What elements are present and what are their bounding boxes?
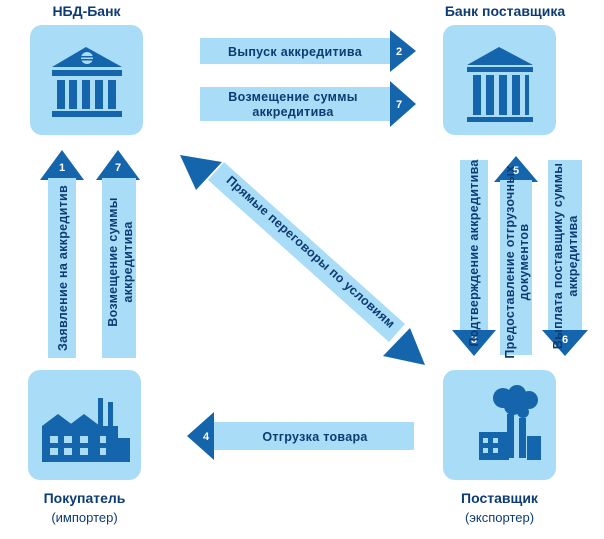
- arrow-payment-num: 6: [562, 334, 568, 346]
- buyer-title: Покупатель: [43, 490, 126, 506]
- supplier-bank-title: Банк поставщика: [444, 3, 566, 19]
- arrow-docs-line2: документов: [517, 224, 531, 301]
- supplier-subtitle: (экспортер): [464, 510, 535, 525]
- bank-icon: [467, 47, 533, 122]
- arrow-reimburse-top-line2: аккредитива: [252, 105, 334, 119]
- arrow-payment-line2: аккредитива: [566, 215, 580, 297]
- arrow-application-label: Заявление на аккредитив: [56, 185, 70, 351]
- buyer-subtitle: (импортер): [51, 510, 118, 525]
- supplier-tile: [443, 370, 556, 480]
- arrow-confirm-label: Подтверждение аккредитива: [467, 159, 481, 347]
- arrow-payment: 6 Выплата поставщику суммы аккредитива: [542, 160, 588, 356]
- arrow-payment-line1: Выплата поставщику суммы: [551, 163, 565, 349]
- nbd-bank-tile: [30, 25, 143, 135]
- supplier-title: Поставщик: [461, 490, 538, 506]
- arrow-reimburse-top-line1: Возмещение суммы: [228, 90, 357, 104]
- arrow-docs-num: 5: [513, 165, 519, 177]
- bank-icon: [52, 47, 122, 117]
- arrow-issue-num: 2: [396, 46, 402, 58]
- arrow-negotiation: Прямые переговоры по условиям: [180, 155, 425, 365]
- arrow-reimburse-top-num: 7: [396, 99, 402, 111]
- nbd-bank-title: НБД-Банк: [52, 3, 121, 19]
- arrow-application: 1 Заявление на аккредитив: [40, 150, 84, 358]
- arrow-docs-line1: Предоставление отгрузочных: [503, 165, 517, 358]
- arrow-shipment-label: Отгрузка товара: [262, 430, 368, 444]
- supplier-bank-tile: [443, 25, 556, 135]
- arrow-reimburse-top: Возмещение суммы аккредитива 7: [200, 81, 416, 127]
- arrow-negotiation-label: Прямые переговоры по условиям: [224, 173, 398, 331]
- buyer-tile: [28, 370, 141, 480]
- factory-icon: [42, 398, 130, 462]
- arrow-docs: 5 Предоставление отгрузочных документов: [494, 156, 538, 359]
- arrow-reimburse-left-line1: Возмещение суммы: [106, 197, 120, 326]
- factory-smoke-icon: [479, 385, 541, 460]
- arrow-shipment-num: 4: [203, 431, 210, 443]
- arrow-application-num: 1: [59, 162, 65, 174]
- arrow-issue-label: Выпуск аккредитива: [228, 45, 363, 59]
- arrow-reimburse-left: 7 Возмещение суммы аккредитива: [96, 150, 140, 358]
- arrow-reimburse-left-num: 7: [115, 162, 121, 174]
- arrow-shipment: 4 Отгрузка товара: [187, 412, 414, 460]
- arrow-reimburse-left-line2: аккредитива: [121, 221, 135, 303]
- arrow-issue: Выпуск аккредитива 2: [200, 30, 416, 72]
- arrow-confirm: 3 Подтверждение аккредитива: [452, 159, 496, 356]
- arrow-confirm-num: 3: [471, 334, 477, 346]
